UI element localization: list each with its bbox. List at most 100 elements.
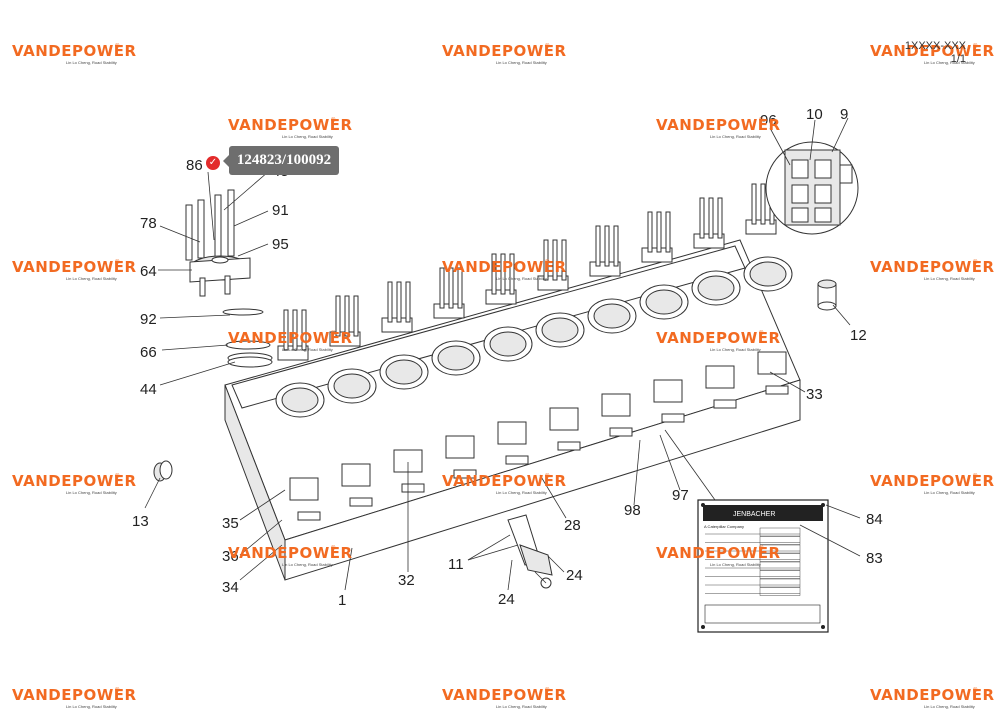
- stud: [301, 309, 307, 351]
- svg-text:Lin Lo Cheng, Road Stability: Lin Lo Cheng, Road Stability: [66, 490, 117, 495]
- callout-83: 83: [866, 550, 883, 567]
- svg-text:®: ®: [545, 473, 550, 480]
- inspection-cover: [549, 407, 579, 431]
- cylinder-liner-assembly: [185, 189, 251, 297]
- callout-91: 91: [272, 202, 289, 219]
- stud: [604, 225, 610, 267]
- svg-text:®: ®: [759, 545, 764, 552]
- callout-9: 9: [840, 106, 848, 123]
- svg-text:VANDEPOWER: VANDEPOWER: [870, 42, 995, 60]
- drawing-code: 1XXXX-XXX: [904, 40, 966, 52]
- callout-97: 97: [672, 487, 689, 504]
- svg-text:®: ®: [545, 43, 550, 50]
- check-icon[interactable]: ✓: [206, 156, 220, 170]
- svg-text:VANDEPOWER: VANDEPOWER: [12, 686, 137, 704]
- svg-text:Lin Lo Cheng, Road Stability: Lin Lo Cheng, Road Stability: [710, 347, 761, 352]
- plate-maker: JENBACHER: [733, 511, 775, 518]
- part-number-tooltip: 124823/100092: [223, 146, 339, 175]
- callout-24-bottom: 24: [498, 591, 515, 608]
- watermark-logo: VANDEPOWER® Lin Lo Cheng, Road Stability: [656, 544, 781, 567]
- svg-text:Lin Lo Cheng, Road Stability: Lin Lo Cheng, Road Stability: [282, 347, 333, 352]
- detail-inset: [765, 141, 859, 235]
- stud: [595, 225, 601, 267]
- svg-text:Lin Lo Cheng, Road Stability: Lin Lo Cheng, Road Stability: [710, 134, 761, 139]
- stud: [500, 253, 506, 295]
- inspection-cover: [653, 379, 683, 403]
- watermark-logo: VANDEPOWER® Lin Lo Cheng, Road Stability: [442, 42, 567, 65]
- svg-text:VANDEPOWER: VANDEPOWER: [870, 472, 995, 490]
- svg-text:Lin Lo Cheng, Road Stability: Lin Lo Cheng, Road Stability: [710, 562, 761, 567]
- svg-text:VANDEPOWER: VANDEPOWER: [12, 472, 137, 490]
- svg-text:®: ®: [331, 545, 336, 552]
- watermarks: VANDEPOWER®Lin Lo Cheng, Road StabilityV…: [12, 42, 995, 709]
- stud: [717, 197, 723, 239]
- watermark-logo: VANDEPOWER®Lin Lo Cheng, Road Stability: [12, 42, 137, 65]
- svg-text:®: ®: [973, 259, 978, 266]
- stud: [656, 211, 662, 253]
- stud: [396, 281, 402, 323]
- plate-sub: A Caterpillar Company: [704, 524, 744, 529]
- callout-95: 95: [272, 236, 289, 253]
- callout-28: 28: [564, 517, 581, 534]
- stud: [292, 309, 298, 351]
- svg-text:®: ®: [973, 687, 978, 694]
- svg-text:Lin Lo Cheng, Road Stability: Lin Lo Cheng, Road Stability: [66, 704, 117, 709]
- svg-text:Lin Lo Cheng, Road Stability: Lin Lo Cheng, Road Stability: [924, 704, 975, 709]
- callout-64: 64: [140, 263, 157, 280]
- svg-text:®: ®: [331, 117, 336, 124]
- watermark-logo: VANDEPOWER®Lin Lo Cheng, Road Stability: [228, 116, 352, 139]
- callout-98: 98: [624, 502, 641, 519]
- svg-text:®: ®: [973, 43, 978, 50]
- svg-text:Lin Lo Cheng, Road Stability: Lin Lo Cheng, Road Stability: [496, 60, 547, 65]
- svg-text:®: ®: [115, 259, 120, 266]
- stud: [457, 267, 463, 309]
- stud: [760, 183, 766, 225]
- svg-text:VANDEPOWER: VANDEPOWER: [12, 258, 137, 276]
- callout-84: 84: [866, 511, 883, 528]
- svg-text:VANDEPOWER: VANDEPOWER: [656, 116, 781, 134]
- callout-36: 36: [222, 548, 239, 565]
- engine-block: [224, 183, 801, 581]
- watermark-logo: VANDEPOWER® Lin Lo Cheng, Road Stability: [442, 686, 567, 709]
- stud: [353, 295, 359, 337]
- callout-13: 13: [132, 513, 149, 530]
- stud: [344, 295, 350, 337]
- callout-66: 66: [140, 344, 157, 361]
- svg-text:®: ®: [759, 330, 764, 337]
- svg-text:Lin Lo Cheng, Road Stability: Lin Lo Cheng, Road Stability: [496, 276, 547, 281]
- svg-text:Lin Lo Cheng, Road Stability: Lin Lo Cheng, Road Stability: [496, 704, 547, 709]
- svg-text:VANDEPOWER: VANDEPOWER: [442, 42, 567, 60]
- inspection-cover: [497, 421, 527, 445]
- watermark-logo: VANDEPOWER®Lin Lo Cheng, Road Stability: [12, 258, 137, 281]
- svg-text:VANDEPOWER: VANDEPOWER: [228, 544, 353, 562]
- callout-35: 35: [222, 515, 239, 532]
- callout-11: 11: [448, 556, 464, 573]
- bracket-11: [507, 514, 553, 589]
- page-header: 1XXXX-XXX 1/1: [905, 40, 966, 66]
- stud: [665, 211, 671, 253]
- callout-96: 96: [760, 112, 777, 129]
- inspection-cover: [757, 351, 787, 375]
- watermark-logo: VANDEPOWER®Lin Lo Cheng, Road Stability: [228, 329, 352, 352]
- callouts: 86 45 91 95 78 64 92 66 44 13 35 36 34 1…: [132, 106, 883, 609]
- svg-text:VANDEPOWER: VANDEPOWER: [442, 686, 567, 704]
- callout-10: 10: [806, 106, 823, 123]
- stud: [552, 239, 558, 281]
- watermark-logo: VANDEPOWER®Lin Lo Cheng, Road Stability: [870, 472, 995, 495]
- stud: [647, 211, 653, 253]
- callout-24-right: 24: [566, 567, 583, 584]
- stud: [543, 239, 549, 281]
- svg-text:VANDEPOWER: VANDEPOWER: [656, 544, 781, 562]
- stud: [561, 239, 567, 281]
- stud: [439, 267, 445, 309]
- svg-text:®: ®: [545, 687, 550, 694]
- stud: [405, 281, 411, 323]
- svg-text:VANDEPOWER: VANDEPOWER: [12, 42, 137, 60]
- svg-text:Lin Lo Cheng, Road Stability: Lin Lo Cheng, Road Stability: [282, 562, 333, 567]
- svg-text:®: ®: [115, 687, 120, 694]
- svg-text:VANDEPOWER: VANDEPOWER: [442, 472, 567, 490]
- watermark-logo: VANDEPOWER® Lin Lo Cheng, Road Stability: [228, 544, 353, 567]
- stud: [613, 225, 619, 267]
- callout-12: 12: [850, 327, 867, 344]
